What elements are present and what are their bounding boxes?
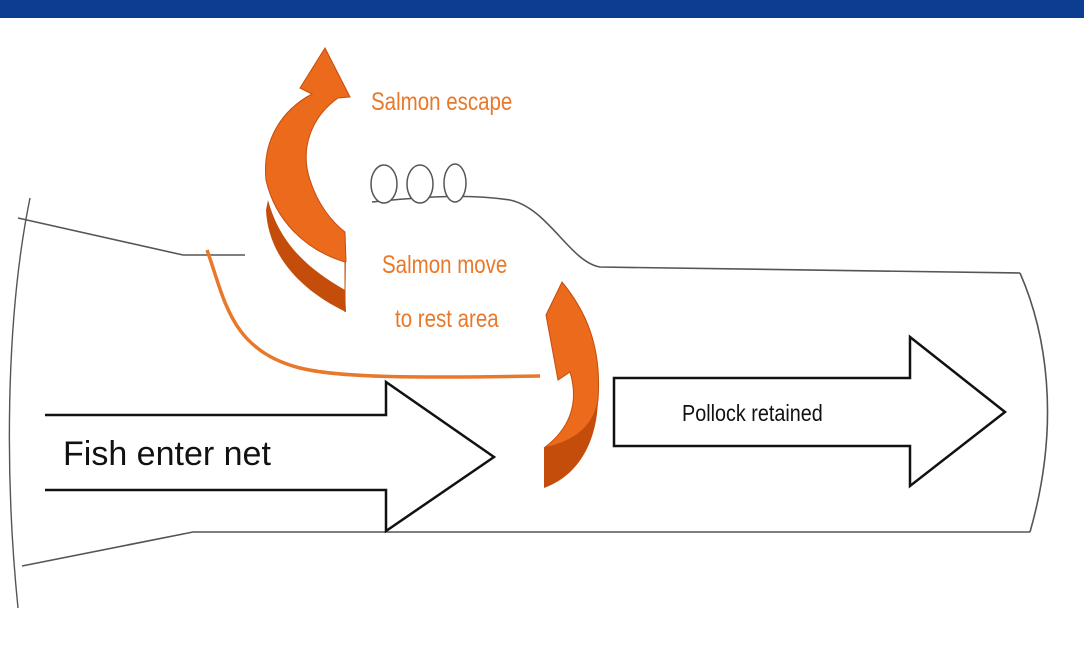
salmon-move-label-line2: to rest area: [395, 305, 499, 333]
header-bar: [0, 0, 1084, 18]
rest-area-arrow: [543, 281, 600, 449]
salmon-escape-label: Salmon escape: [371, 88, 513, 116]
net-mouth: [8, 197, 31, 609]
net-codend: [1019, 272, 1049, 533]
fish-enter-label: Fish enter net: [63, 435, 271, 473]
excluder-panel-line: [205, 249, 541, 379]
salmon-escape-arrow: [264, 46, 351, 312]
net-lower-edge: [21, 531, 1030, 567]
escape-hole-1: [370, 164, 398, 204]
pollock-retained-arrow: [612, 334, 1008, 489]
salmon-move-label-line1: Salmon move: [382, 251, 508, 279]
net-upper-edge: [17, 217, 245, 256]
fish-enter-arrow: [45, 379, 497, 534]
pollock-retained-label: Pollock retained: [682, 400, 823, 426]
escape-hole-3: [443, 163, 467, 203]
escape-hole-2: [406, 164, 434, 204]
salmon-escape-arrow-shadow: [266, 200, 346, 312]
